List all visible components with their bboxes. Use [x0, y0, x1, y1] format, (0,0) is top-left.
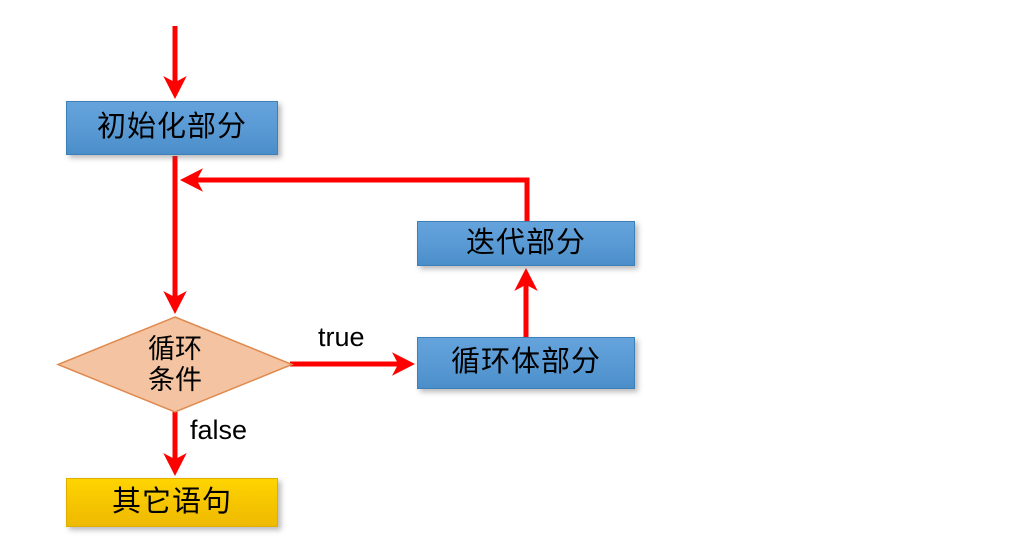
node-other[interactable]: 其它语句 [66, 478, 278, 527]
node-condition[interactable]: 循环 条件 [58, 317, 292, 412]
node-condition-label-line2: 条件 [148, 364, 202, 395]
node-iterate[interactable]: 迭代部分 [417, 221, 635, 266]
node-condition-label-line1: 循环 [148, 334, 202, 365]
decision-shape-condition [56, 316, 294, 413]
node-other-label: 其它语句 [111, 485, 232, 518]
node-init-label: 初始化部分 [96, 111, 247, 144]
node-body-label: 循环体部分 [450, 346, 601, 379]
edge-label-true: true [318, 322, 365, 352]
edge-label-false: false [190, 415, 248, 445]
node-body[interactable]: 循环体部分 [417, 337, 635, 389]
edge-iterate-to-condition [180, 168, 530, 221]
node-iterate-label: 迭代部分 [465, 226, 586, 259]
node-init[interactable]: 初始化部分 [66, 101, 278, 155]
